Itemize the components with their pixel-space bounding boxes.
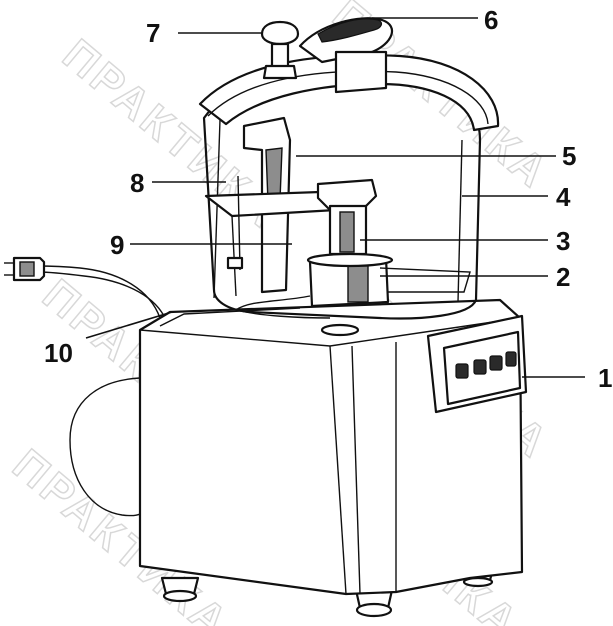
callout-9: 9 bbox=[110, 230, 124, 260]
callout-1: 1 bbox=[598, 363, 612, 393]
callout-8: 8 bbox=[130, 168, 144, 198]
leader-line bbox=[85, 311, 173, 339]
scraper-arm bbox=[204, 116, 338, 297]
callout-6: 6 bbox=[484, 5, 498, 35]
callout-4: 4 bbox=[556, 182, 571, 212]
blade-assembly bbox=[234, 178, 471, 337]
lid bbox=[198, 17, 500, 132]
callout-5: 5 bbox=[562, 141, 576, 171]
callout-7: 7 bbox=[146, 18, 160, 48]
callout-labels: 1 2 3 4 5 6 7 8 9 10 bbox=[44, 5, 612, 393]
callout-2: 2 bbox=[556, 262, 570, 292]
control-panel bbox=[426, 314, 528, 414]
motor-base bbox=[138, 298, 524, 596]
callout-10: 10 bbox=[44, 338, 73, 368]
callout-3: 3 bbox=[556, 226, 570, 256]
power-cord bbox=[4, 256, 165, 517]
leader-lines bbox=[85, 17, 585, 378]
